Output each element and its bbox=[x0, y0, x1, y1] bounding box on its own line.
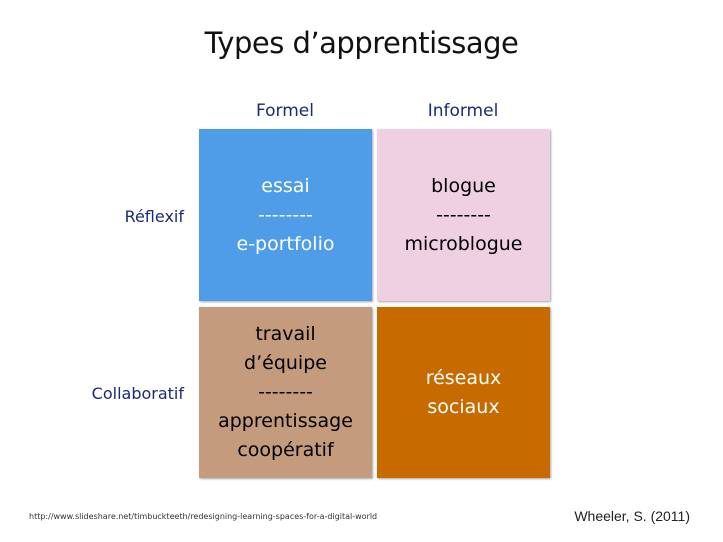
cell-line: coopératif bbox=[237, 439, 334, 461]
cell-line: apprentissage bbox=[218, 410, 353, 432]
cell-collaborative-informal-text: réseaux sociaux bbox=[426, 364, 502, 422]
column-label-informal: Informel bbox=[427, 101, 499, 121]
cell-reflexive-informal-text: blogue -------- microblogue bbox=[404, 172, 522, 259]
cell-collaborative-formal: travail d’équipe -------- apprentissage coop… bbox=[199, 307, 372, 478]
cell-reflexive-formal-text: essai -------- e-portfolio bbox=[237, 172, 335, 259]
cell-line: e-portfolio bbox=[236, 232, 335, 255]
cell-line: -------- bbox=[436, 203, 491, 226]
cell-line: réseaux bbox=[425, 366, 502, 389]
row-label-reflexive: Réflexif bbox=[124, 207, 184, 226]
cell-line: microblogue bbox=[404, 232, 523, 255]
column-label-formal: Formel bbox=[255, 101, 314, 121]
cell-line: travail bbox=[255, 323, 316, 345]
cell-line: blogue bbox=[431, 174, 496, 197]
cell-collaborative-informal: réseaux sociaux bbox=[377, 307, 550, 478]
source-url: http://www.slideshare.net/timbuckteeth/r… bbox=[29, 512, 378, 521]
cell-reflexive-formal: essai -------- e-portfolio bbox=[199, 129, 372, 301]
citation: Wheeler, S. (2011) bbox=[574, 508, 690, 524]
cell-line: essai bbox=[261, 174, 310, 197]
slide-title: Types d’apprentissage bbox=[204, 26, 519, 60]
cell-line: -------- bbox=[258, 203, 313, 226]
cell-collaborative-formal-text: travail d’équipe -------- apprentissage coop… bbox=[218, 320, 353, 465]
cell-line: -------- bbox=[258, 381, 313, 403]
row-label-collaborative: Collaboratif bbox=[91, 384, 184, 403]
cell-line: d’équipe bbox=[244, 352, 327, 374]
cell-line: sociaux bbox=[427, 395, 500, 418]
cell-reflexive-informal: blogue -------- microblogue bbox=[377, 129, 550, 301]
